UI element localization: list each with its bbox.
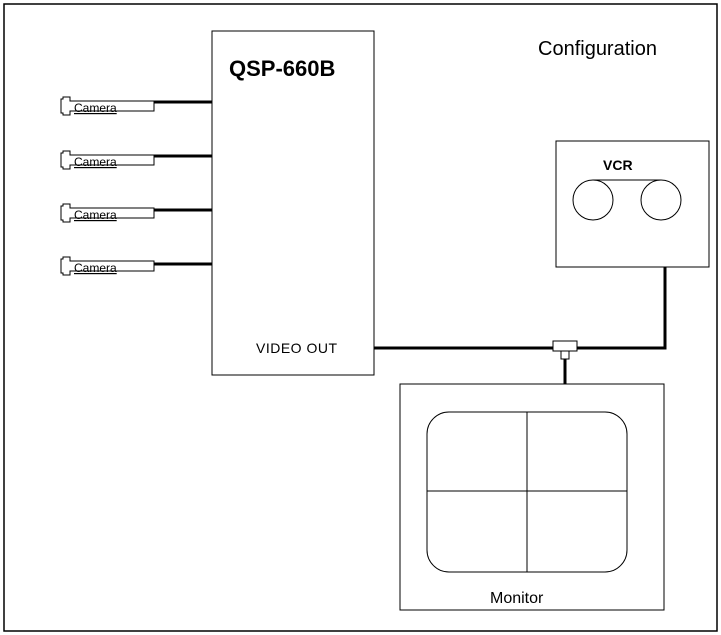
vcr-reel-right [640,179,682,221]
monitor-label: Monitor [490,590,544,607]
camera-label: Camera [74,101,117,115]
vcr-reel-left [572,179,614,221]
camera-icon [60,150,155,170]
video-out-label: VIDEO OUT [256,340,338,356]
t-connector-stem [560,350,570,360]
t-connector-body [552,340,578,352]
vcr: VCR [555,140,710,268]
diagram-title: Configuration [538,38,657,60]
monitor: Monitor [399,383,665,611]
camera-3: Camera [60,203,212,223]
camera-icon [60,256,155,276]
camera-icon [60,203,155,223]
camera-1: Camera [60,96,212,116]
device-model: QSP-660B [229,56,335,81]
camera-2: Camera [60,150,212,170]
camera-label: Camera [74,208,117,222]
camera-icon [60,96,155,116]
camera-4: Camera [60,256,212,276]
vcr-cable [577,267,667,350]
vcr-label: VCR [603,157,633,173]
camera-label: Camera [74,261,117,275]
camera-label: Camera [74,155,117,169]
qsp-unit [211,30,375,376]
